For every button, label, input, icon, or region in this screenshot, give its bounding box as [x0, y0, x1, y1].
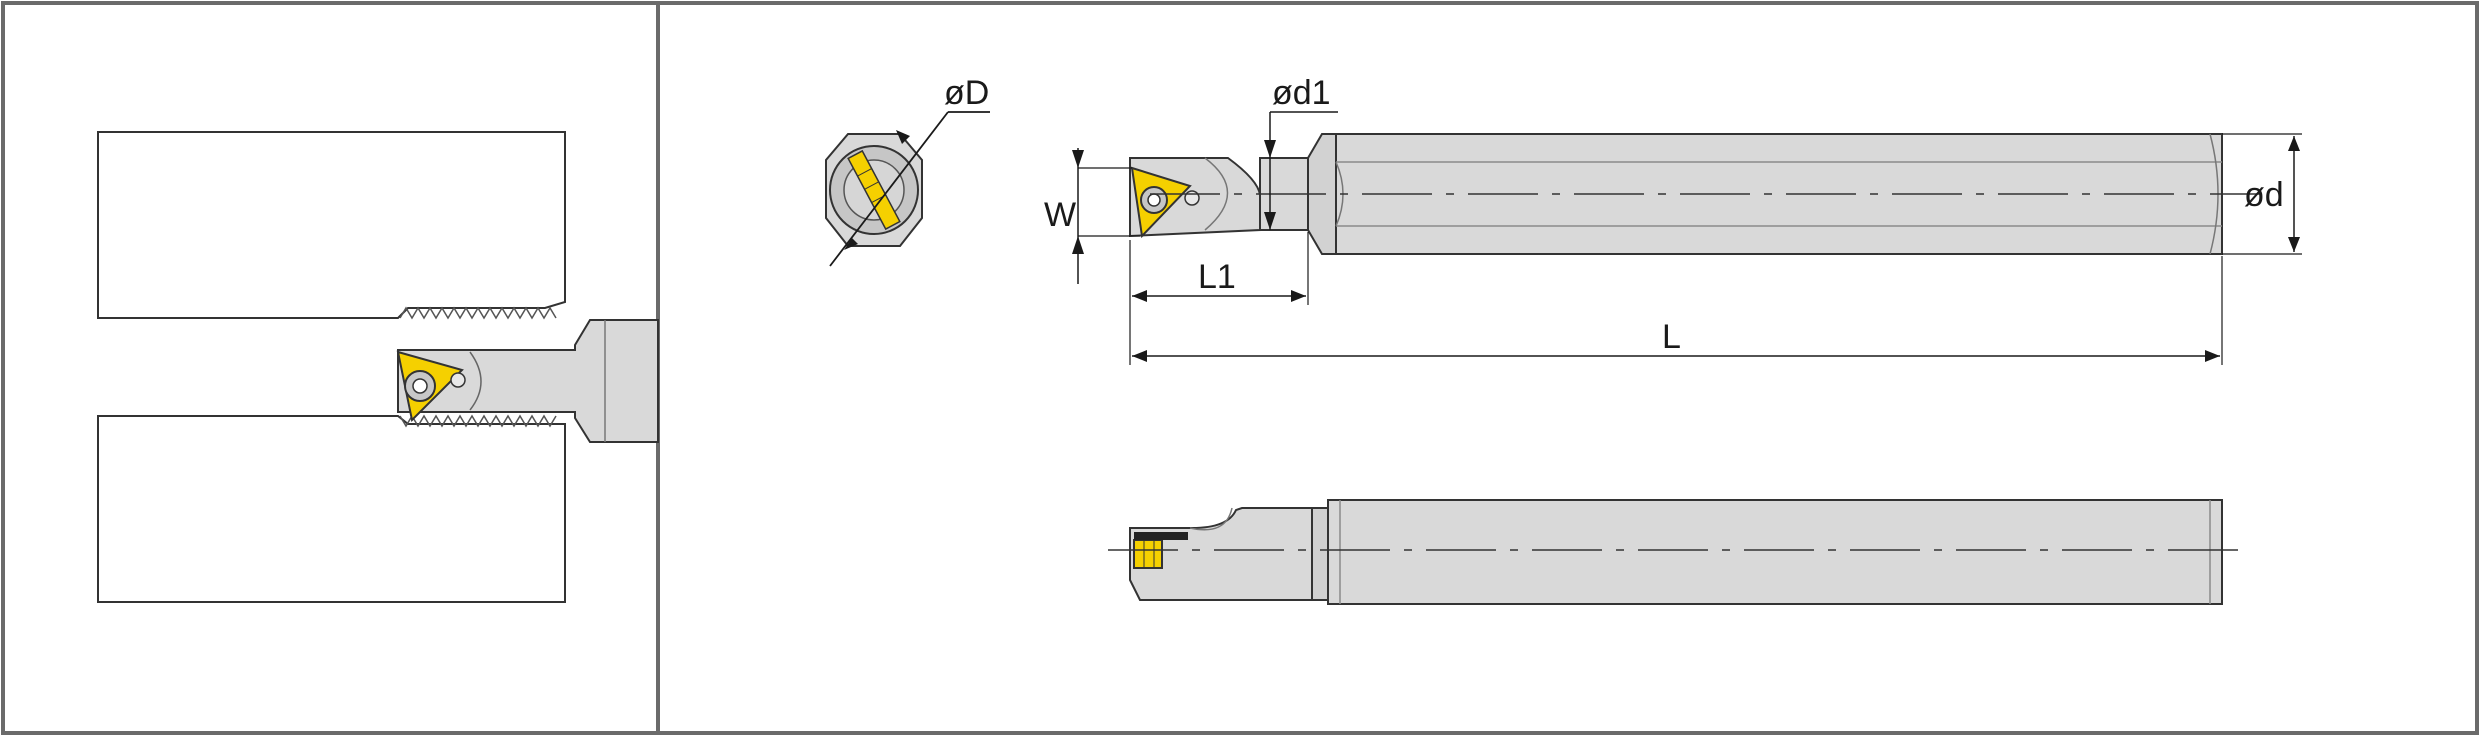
dim-d1-arrow-top [1264, 140, 1276, 158]
dim-W-label: W [1044, 196, 1076, 234]
dim-W-arrow-top [1072, 150, 1084, 168]
dim-D-leader [829, 111, 949, 267]
side-clamp [1134, 532, 1188, 540]
dim-D-arrow-high [896, 130, 910, 144]
workpiece-upper [97, 131, 566, 319]
insert-screw-core-left [412, 378, 428, 394]
thread-upper [399, 306, 557, 320]
thread-lower [399, 414, 557, 428]
workpiece-section-view [97, 131, 659, 603]
side-shank [1327, 499, 2223, 605]
workpiece-lower [97, 415, 566, 603]
side-head [1129, 507, 1313, 601]
end-view-insert [847, 149, 901, 231]
dim-d-label: ød [2244, 176, 2284, 214]
plan-insert-screw-core [1147, 193, 1161, 207]
dim-d1-arrow-bottom [1264, 212, 1276, 230]
plan-clamp-pin [1184, 190, 1200, 206]
side-view [1108, 499, 2240, 605]
tool-in-bore [397, 319, 659, 443]
dim-D-label: øD [944, 74, 989, 112]
tool-neck-curve [469, 351, 482, 411]
plan-head-curve [1204, 157, 1229, 231]
dim-D-arrow-low [844, 238, 858, 250]
side-collar [1311, 507, 1329, 601]
dim-L-label: L [1662, 318, 1681, 356]
end-view: øD [825, 74, 990, 267]
side-insert [1133, 539, 1163, 569]
dim-d1-label: ød1 [1272, 74, 1331, 112]
plan-view: W ød1 ød L1 L [1044, 74, 2302, 365]
dim-W-arrow-bottom [1072, 236, 1084, 254]
clamp-pin-left [450, 372, 466, 388]
dim-L1-label: L1 [1198, 258, 1236, 296]
side-head-curve [1189, 507, 1233, 531]
